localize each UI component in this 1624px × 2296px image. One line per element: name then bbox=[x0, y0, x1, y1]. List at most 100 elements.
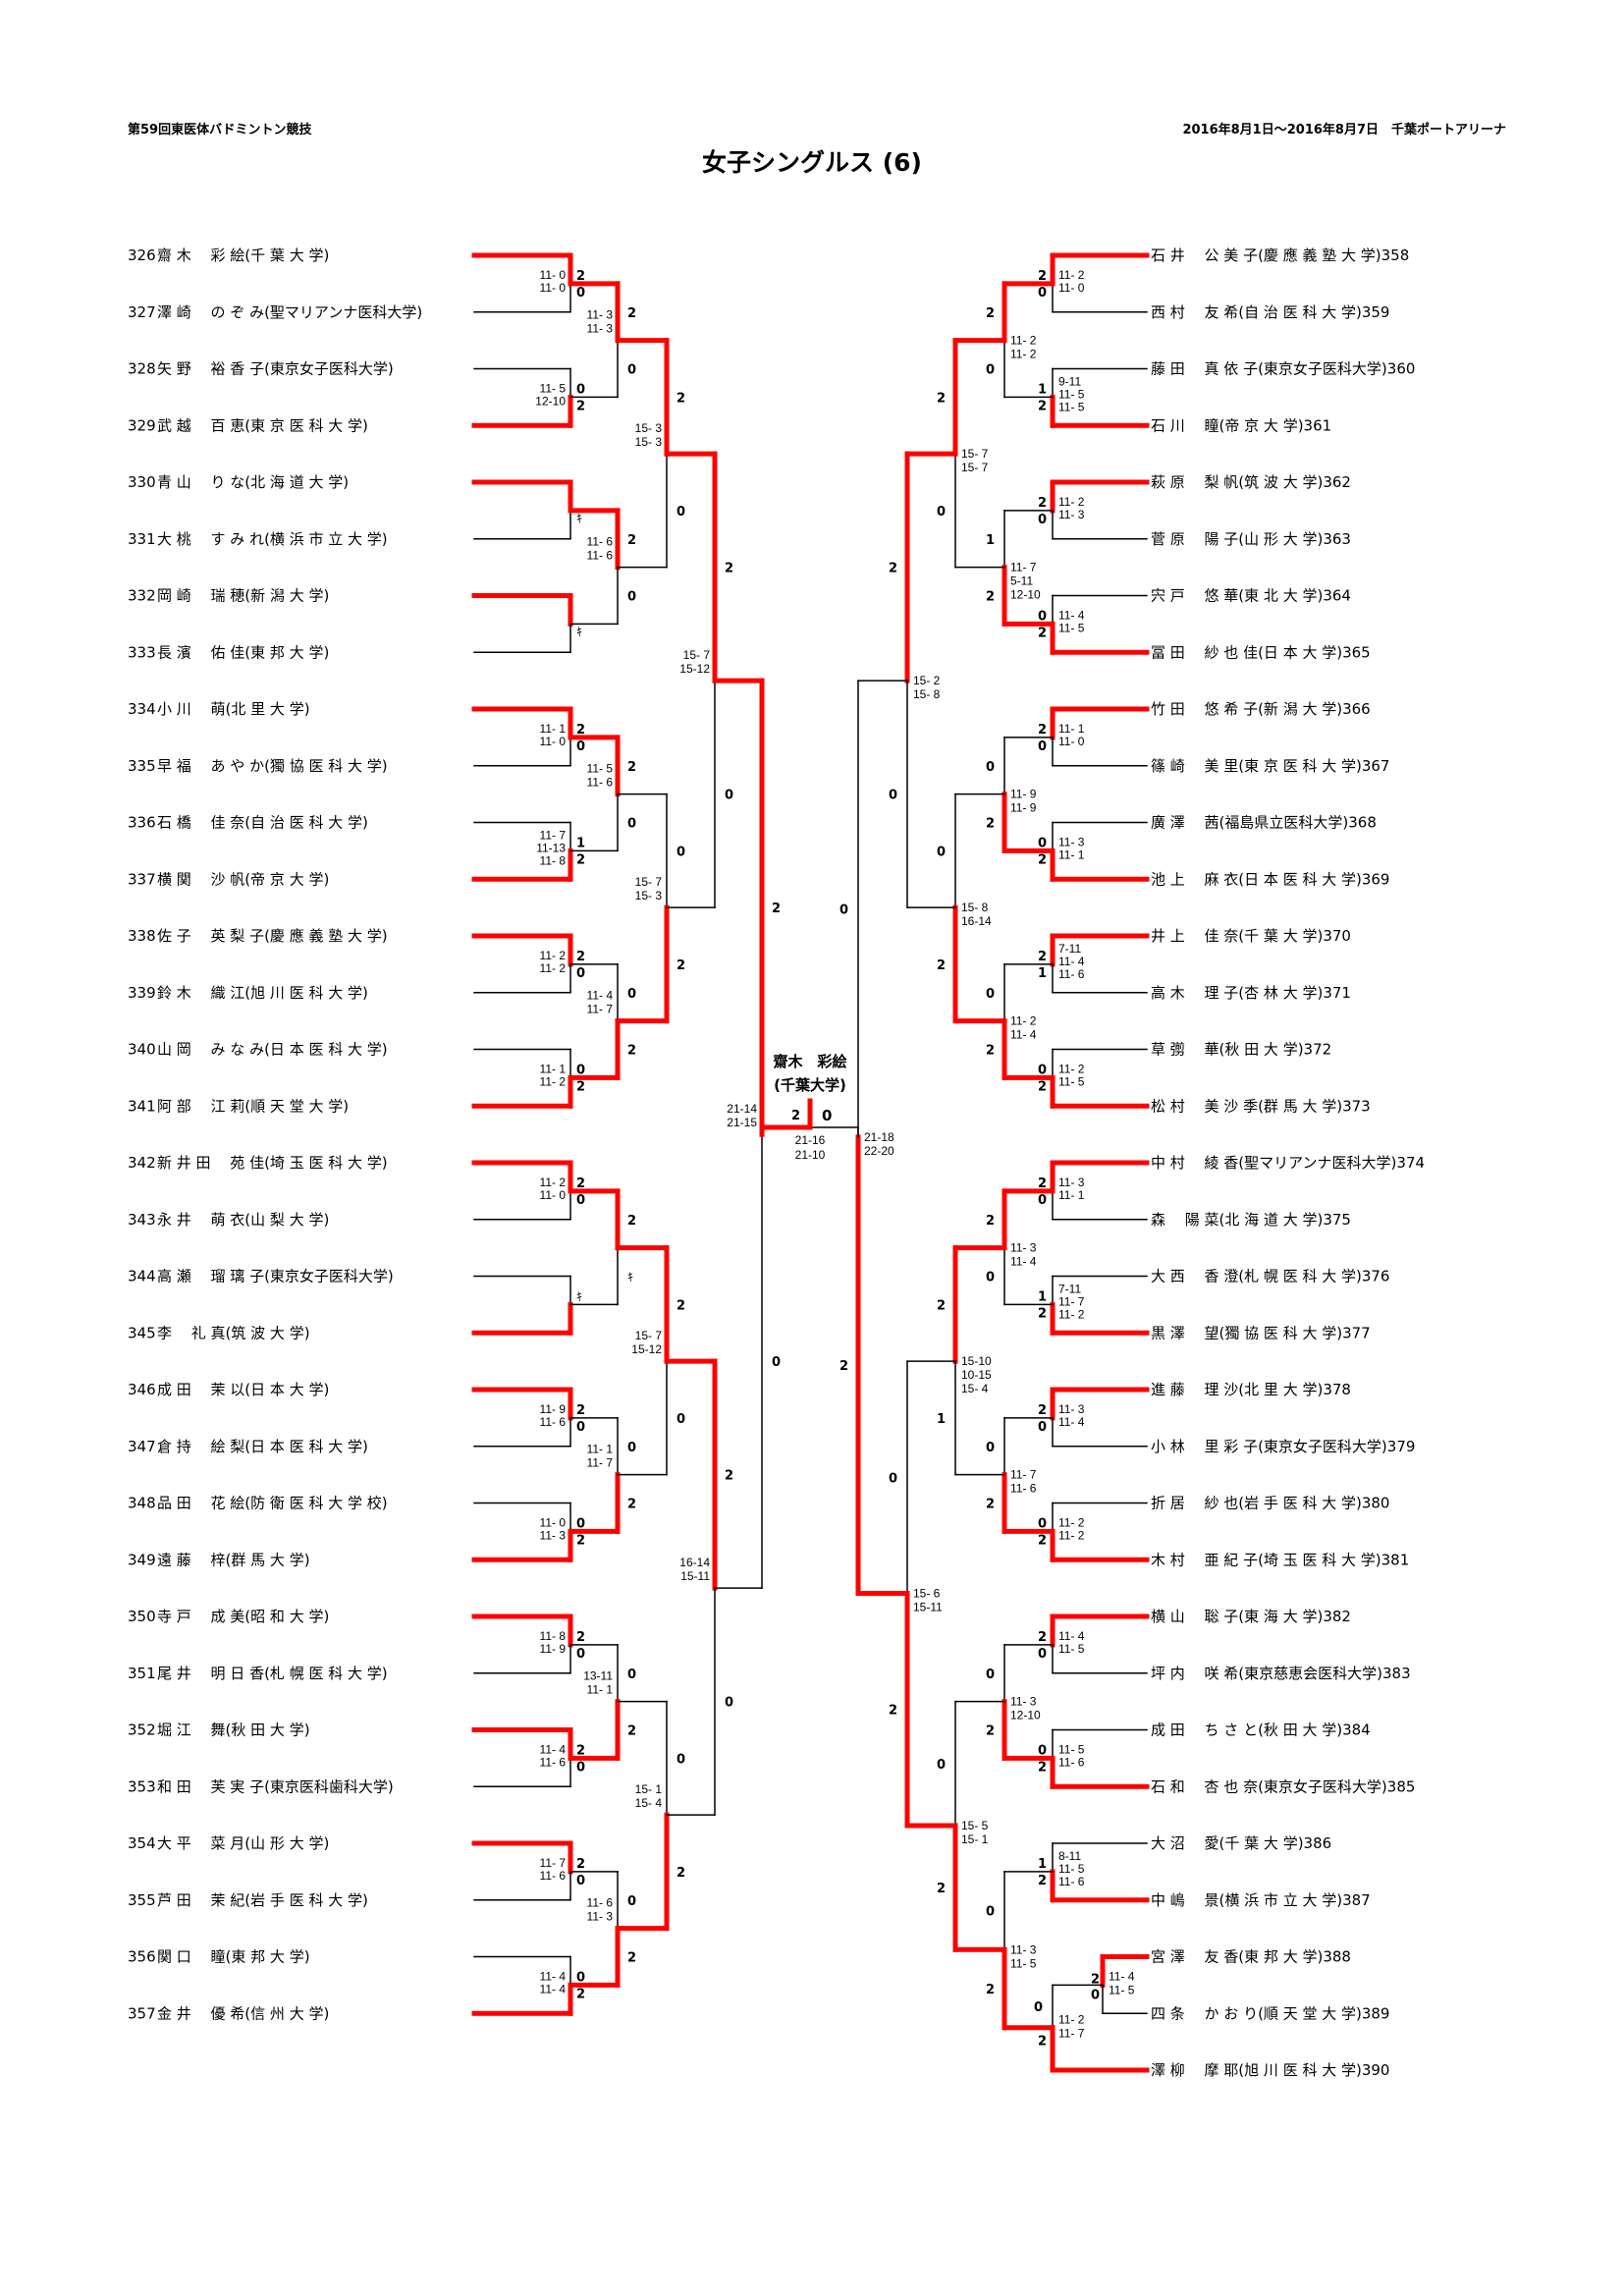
player-number: 336 bbox=[128, 814, 156, 832]
game-score: 11- 7 bbox=[1010, 561, 1037, 574]
games-won: 0 bbox=[986, 760, 995, 775]
games-won: 2 bbox=[627, 1951, 636, 1966]
game-score: 15- 6 bbox=[913, 1587, 941, 1601]
player-entry: 篠 崎 美 里(東 京 医 科 大 学)367 bbox=[1151, 757, 1389, 775]
game-score: 11- 2 bbox=[1058, 1062, 1085, 1075]
player-number: 356 bbox=[128, 1948, 156, 1966]
games-won: 2 bbox=[627, 1724, 636, 1739]
game-score: 15- 3 bbox=[635, 889, 663, 902]
games-won: 0 bbox=[576, 1420, 585, 1435]
games-won: 0 bbox=[986, 987, 995, 1002]
player-number: 332 bbox=[128, 587, 156, 605]
player-entry: 遠 藤 梓(群 馬 大 学) bbox=[157, 1551, 310, 1568]
game-score: 11- 9 bbox=[1010, 788, 1037, 801]
games-won: 2 bbox=[677, 391, 685, 406]
games-won: 2 bbox=[1038, 1760, 1047, 1775]
games-won: 0 bbox=[937, 845, 946, 859]
games-won: 0 bbox=[576, 382, 585, 397]
game-score: 15- 3 bbox=[635, 435, 663, 449]
player-entry: 金 井 優 希(信 州 大 学) bbox=[157, 2004, 329, 2022]
games-won: 2 bbox=[576, 852, 585, 867]
games-won: 0 bbox=[627, 363, 636, 378]
game-score: 11- 0 bbox=[1058, 735, 1085, 748]
games-won: 2 bbox=[576, 1533, 585, 1548]
withdrawal-mark: ｷ bbox=[627, 1271, 633, 1285]
player-number: 353 bbox=[128, 1777, 156, 1795]
game-score: 11- 0 bbox=[1058, 281, 1085, 295]
games-won: 2 bbox=[986, 306, 995, 321]
player-entry: 横 山 聡 子(東 海 大 学)382 bbox=[1151, 1608, 1351, 1625]
game-score: 11- 1 bbox=[587, 1443, 614, 1456]
game-score: 11- 6 bbox=[587, 776, 614, 790]
game-score: 11- 3 bbox=[1010, 1241, 1037, 1255]
game-score: 11- 3 bbox=[540, 1528, 567, 1542]
player-entry: 坪 内 咲 希(東京慈恵会医科大学)383 bbox=[1151, 1665, 1411, 1682]
game-score: 11- 0 bbox=[540, 1515, 567, 1529]
games-won: 2 bbox=[627, 1498, 636, 1512]
game-score: 15- 3 bbox=[635, 421, 663, 435]
dates-venue: 2016年8月1日～2016年8月7日 千葉ポートアリーナ bbox=[1182, 123, 1506, 137]
game-score: 11- 2 bbox=[540, 1074, 567, 1088]
player-entry: 石 和 杏 也 奈(東京女子医科大学)385 bbox=[1151, 1777, 1415, 1795]
games-won: 0 bbox=[677, 1412, 685, 1427]
player-number: 350 bbox=[128, 1608, 156, 1625]
games-won: 0 bbox=[986, 1905, 995, 1920]
game-score: 11- 2 bbox=[540, 961, 567, 975]
game-score: 11- 5 bbox=[1010, 1956, 1037, 1970]
games-won: 2 bbox=[576, 399, 585, 413]
games-won: 0 bbox=[986, 363, 995, 378]
game-score: 11- 3 bbox=[587, 322, 614, 336]
game-score: 11-13 bbox=[536, 841, 566, 854]
games-won: 2 bbox=[576, 723, 585, 738]
player-entry: 澤 柳 摩 耶(旭 川 医 科 大 学)390 bbox=[1151, 2061, 1389, 2079]
game-score: 15- 1 bbox=[635, 1782, 663, 1796]
game-score: 15- 7 bbox=[635, 875, 663, 889]
player-entry: 堀 江 舞(秋 田 大 学) bbox=[157, 1722, 310, 1739]
player-entry: 長 濱 佑 佳(東 邦 大 学) bbox=[157, 643, 329, 661]
games-won: 2 bbox=[576, 1176, 585, 1191]
player-number: 326 bbox=[128, 246, 156, 264]
player-entry: 関 口 瞳(東 邦 大 学) bbox=[157, 1948, 310, 1966]
player-number: 331 bbox=[128, 530, 156, 548]
games-won: 2 bbox=[576, 1743, 585, 1758]
game-score: 11- 8 bbox=[540, 853, 567, 867]
games-won: 0 bbox=[1038, 836, 1047, 850]
game-score: 11- 2 bbox=[1010, 1014, 1037, 1028]
game-score: 11- 5 bbox=[1058, 387, 1085, 401]
games-won: 0 bbox=[1091, 1988, 1100, 2002]
game-score: 15-12 bbox=[631, 1342, 662, 1356]
games-won: 2 bbox=[1038, 1176, 1047, 1191]
games-won: 2 bbox=[839, 1359, 848, 1374]
games-won: 2 bbox=[986, 1983, 995, 1997]
player-entry: 西 村 友 希(自 治 医 科 大 学)359 bbox=[1151, 303, 1389, 321]
game-score: 7-11 bbox=[1058, 942, 1081, 956]
games-won: 0 bbox=[772, 1355, 781, 1370]
games-won: 0 bbox=[1038, 739, 1047, 754]
page-title: 女子シングルス (6) bbox=[702, 148, 922, 177]
game-score: 21-18 bbox=[864, 1130, 894, 1144]
games-won: 2 bbox=[627, 1044, 636, 1059]
game-score: 11- 0 bbox=[540, 1188, 567, 1202]
game-score: 11- 1 bbox=[587, 1683, 614, 1697]
player-entry: 佐 子 英 梨 子(慶 應 義 塾 大 学) bbox=[157, 927, 388, 945]
player-entry: 宍 戸 悠 華(東 北 大 学)364 bbox=[1151, 587, 1351, 605]
games-won: 2 bbox=[576, 1857, 585, 1872]
games-won: 2 bbox=[627, 760, 636, 775]
game-score: 11- 6 bbox=[587, 535, 614, 549]
games-won: 0 bbox=[627, 1894, 636, 1909]
game-score: 11- 7 bbox=[1058, 2027, 1085, 2041]
games-won: 2 bbox=[1091, 1972, 1100, 1987]
player-entry: 四 条 か お り(順 天 堂 大 学)389 bbox=[1151, 2004, 1389, 2022]
games-won: 0 bbox=[986, 1441, 995, 1455]
game-score: 11- 4 bbox=[540, 1969, 567, 1983]
game-score: 11- 4 bbox=[1058, 955, 1085, 968]
game-score: 15- 2 bbox=[913, 674, 941, 687]
games-won: 2 bbox=[677, 958, 685, 973]
player-number: 343 bbox=[128, 1211, 156, 1229]
games-won: 2 bbox=[1038, 1630, 1047, 1645]
player-entry: 松 村 美 沙 季(群 馬 大 学)373 bbox=[1151, 1097, 1371, 1115]
game-score: 11- 1 bbox=[1058, 847, 1085, 861]
games-won: 2 bbox=[772, 902, 781, 916]
player-number: 351 bbox=[128, 1665, 156, 1682]
player-entry: 菅 原 陽 子(山 形 大 学)363 bbox=[1151, 530, 1351, 548]
